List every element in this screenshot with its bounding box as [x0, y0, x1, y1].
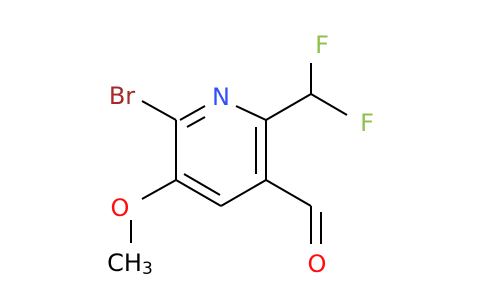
bond-chf2-f2	[310, 93, 348, 116]
atom-f2-label: F	[360, 109, 374, 137]
methyl-subscript: 3	[142, 259, 153, 279]
bond-n-c6	[235, 105, 267, 121]
bond-c2-n-inner	[186, 116, 206, 128]
methyl-main-text: CH	[107, 249, 142, 277]
atom-br-label: Br	[109, 82, 135, 110]
atom-n-label: N	[212, 83, 230, 111]
bond-c5-c4	[220, 179, 267, 207]
atom-methyl-label: CH3	[107, 249, 153, 279]
atom-f1-label: F	[315, 31, 329, 59]
bond-c2-n	[179, 105, 206, 121]
atom-o-methoxy-label: O	[111, 194, 130, 222]
bond-c6-chf2	[265, 93, 312, 121]
bond-c3-o	[141, 179, 177, 200]
bond-c2-br	[141, 100, 177, 121]
atom-o-aldehyde-label: O	[308, 250, 327, 278]
bond-c4-c3-inner	[183, 173, 221, 196]
bond-c5-cho	[265, 179, 312, 207]
bond-c4-c3	[175, 179, 222, 207]
